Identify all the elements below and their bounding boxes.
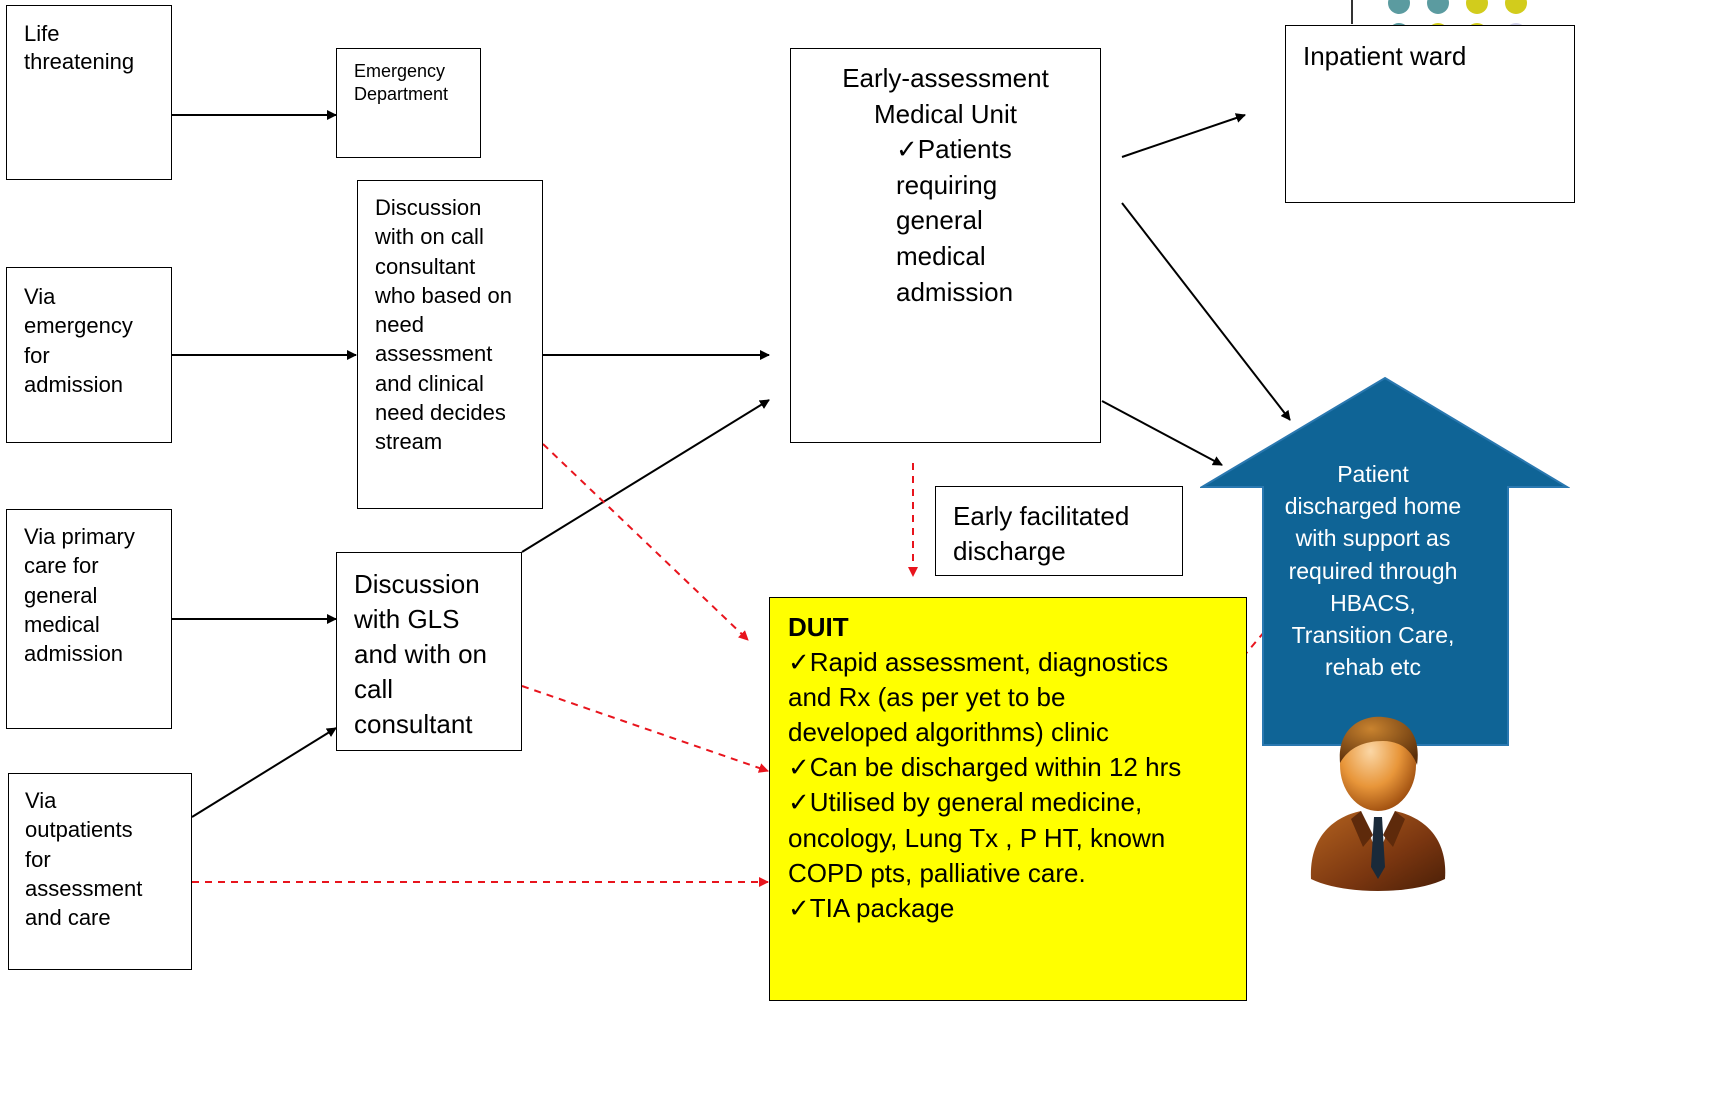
via-outpatients-line: outpatients [25,817,133,843]
via-primary-care-box: Via primary care for general medical adm… [6,509,172,729]
arrow-eamu-to-home-lower [1101,400,1223,466]
duit-line: ✓Utilised by general medicine, [788,787,1143,818]
decorative-corner-line [1351,0,1353,24]
discharge-home-line: with support as [1295,525,1451,552]
arrow-gls-to-eamu [521,399,770,553]
duit-box: DUIT ✓Rapid assessment, diagnostics and … [769,597,1247,1001]
via-emergency-line: emergency [24,313,133,339]
eamu-bullet-line: ✓Patients [896,134,1012,165]
via-outpatients-line: assessment [25,875,143,901]
arrow-eamu-to-inpatient [1121,113,1246,158]
discharge-home-line: Patient [1337,461,1409,487]
discussion-consultant-line: and clinical [375,370,484,396]
via-emergency-line: for [24,342,50,368]
eamu-title: Early-assessment Medical Unit [791,49,1100,132]
via-outpatients-line: for [25,846,51,872]
discharge-home-text: Patient discharged home with support as … [1262,458,1484,683]
inpatient-ward-box: Inpatient ward [1285,25,1575,203]
via-primary-care-line: care for [24,553,99,579]
discussion-consultant-line: consultant [375,253,476,279]
via-emergency-box: Via emergency for admission [6,267,172,443]
arrow-outpatients-to-gls [191,727,337,818]
early-facilitated-discharge-line: Early facilitated [953,501,1130,531]
dashed-arrow-gls-to-duit [521,685,769,773]
eamu-bullet-line: requiring [896,169,998,200]
emergency-department-line: Emergency [354,61,446,81]
user-person-icon [1310,716,1446,891]
discussion-consultant-line: assessment [375,341,493,367]
via-emergency-line: admission [24,371,124,397]
early-assessment-medical-unit-box: Early-assessment Medical Unit ✓Patients … [790,48,1101,443]
early-facilitated-discharge-box: Early facilitated discharge [935,486,1183,576]
eamu-bullet-line: medical [896,241,986,272]
eamu-bullet-line: general [896,205,983,236]
discussion-gls-line: consultant [354,709,473,740]
discharge-home-line: rehab etc [1325,654,1421,681]
eamu-bullets: ✓Patients requiring general medical admi… [791,132,1100,310]
duit-title: DUIT [788,612,849,642]
duit-line: developed algorithms) clinic [788,717,1109,748]
eamu-bullet-line: admission [896,276,1014,307]
emergency-department-box: Emergency Department [336,48,481,158]
discussion-consultant-line: with on call [375,224,484,250]
duit-line: oncology, Lung Tx , P HT, known [788,822,1166,853]
via-outpatients-box: Via outpatients for assessment and care [8,773,192,970]
discussion-consultant-line: need [375,312,424,337]
via-primary-care-line: admission [24,641,124,666]
duit-line: ✓TIA package [788,892,955,923]
discussion-gls-line: Discussion [354,569,480,599]
via-outpatients-line: Via [25,788,57,813]
discharge-home-line: discharged home [1284,493,1462,520]
inpatient-ward-label: Inpatient ward [1303,41,1467,71]
duit-line: ✓Rapid assessment, diagnostics [788,647,1169,678]
via-primary-care-line: medical [24,611,100,637]
life-threatening-line: threatening [24,48,135,74]
dashed-arrow-discussion-to-duit [542,443,749,641]
arrow-eamu-to-home [1121,202,1291,421]
eamu-title-line: Medical Unit [873,98,1018,129]
via-primary-care-line: Via primary [24,524,135,549]
discussion-consultant-line: need decides [375,399,506,425]
eamu-title-line: Early-assessment [842,63,1049,93]
discharge-home-line: Transition Care, [1291,621,1455,648]
discussion-consultant-box: Discussion with on call consultant who b… [357,180,543,509]
discharge-home-line: HBACS, [1330,589,1416,616]
via-primary-care-line: general [24,582,98,608]
discussion-consultant-line: stream [375,429,443,454]
life-threatening-line: Life [24,21,60,46]
duit-line: and Rx (as per yet to be [788,682,1066,713]
duit-line: COPD pts, palliative care. [788,857,1086,888]
via-emergency-line: Via [24,284,56,309]
life-threatening-box: Life threatening [6,5,172,180]
discussion-gls-line: and with on [354,639,487,670]
discussion-gls-line: call [354,674,394,705]
early-facilitated-discharge-line: discharge [953,536,1066,567]
discussion-consultant-line: Discussion [375,195,482,220]
discussion-gls-line: with GLS [354,604,460,635]
emergency-department-line: Department [354,84,449,105]
discussion-gls-box: Discussion with GLS and with on call con… [336,552,522,751]
duit-line: ✓Can be discharged within 12 hrs [788,752,1182,783]
via-outpatients-line: and care [25,905,111,930]
discussion-consultant-line: who based on [375,282,512,308]
discharge-home-line: required through [1288,557,1458,584]
